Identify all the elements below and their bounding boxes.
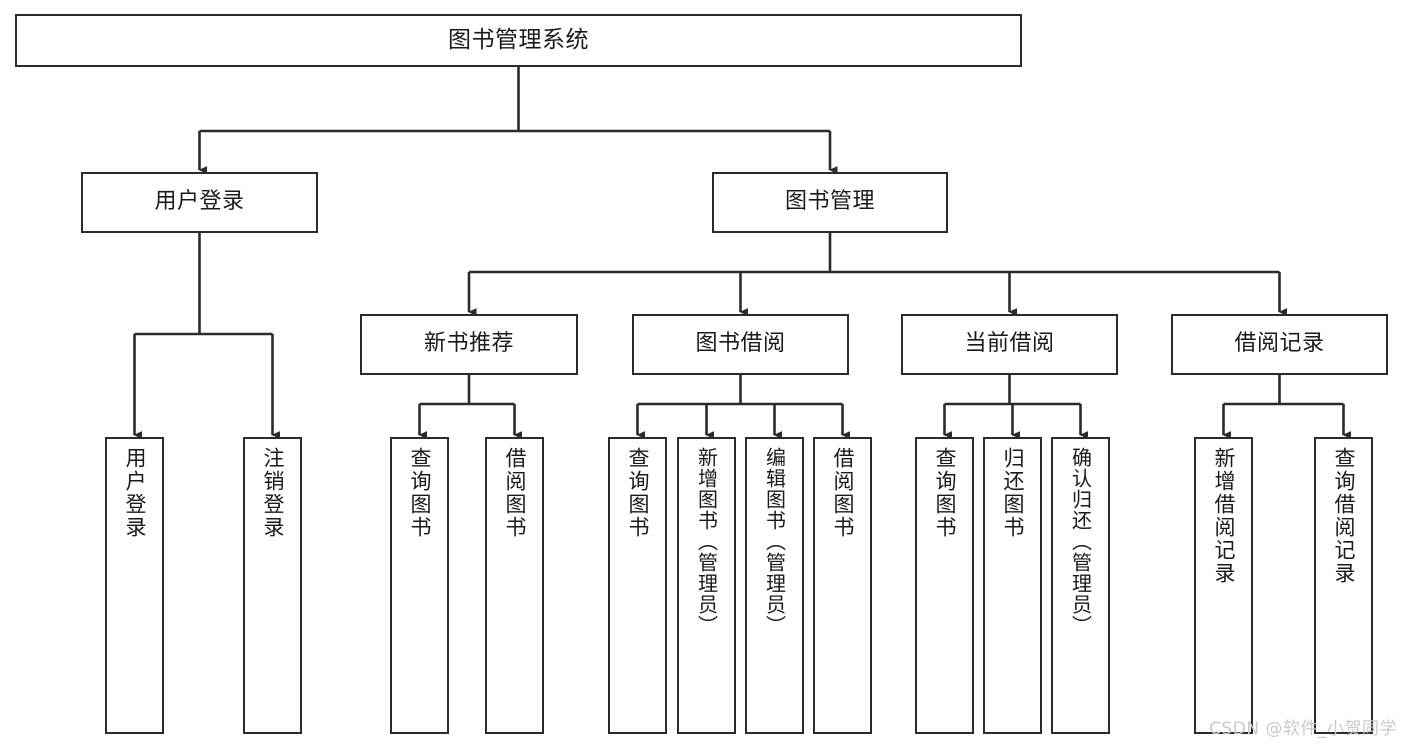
node-root-system[interactable]: 图书管理系统 [15,14,1022,67]
node-label: 新增图书（管理员） [694,447,719,636]
node-leaf-add-record[interactable]: 新增借阅记录 [1194,437,1253,734]
watermark-text: CSDN @软件_小贺同学 [1209,719,1397,739]
node-current-borrow[interactable]: 当前借阅 [901,314,1118,375]
node-label: 用户登录 [123,447,147,539]
node-leaf-query-book-cur[interactable]: 查询图书 [915,437,974,734]
node-label: 新书推荐 [423,331,514,357]
node-leaf-query-record[interactable]: 查询借阅记录 [1314,437,1373,734]
node-label: 借阅记录 [1234,331,1325,357]
node-leaf-borrow-book-rec[interactable]: 借阅图书 [485,437,544,734]
node-leaf-logout[interactable]: 注销登录 [243,437,302,734]
node-label: 当前借阅 [964,331,1055,357]
node-new-book-recommend[interactable]: 新书推荐 [360,314,578,375]
node-label: 图书管理系统 [448,26,589,53]
node-leaf-edit-book[interactable]: 编辑图书（管理员） [745,437,804,734]
node-leaf-query-book-rec[interactable]: 查询图书 [390,437,449,734]
node-label: 查询图书 [408,447,432,539]
node-leaf-confirm-return[interactable]: 确认归还（管理员） [1051,437,1110,734]
node-label: 注销登录 [261,447,285,539]
node-leaf-return-book[interactable]: 归还图书 [983,437,1042,734]
node-label: 借阅图书 [831,447,855,539]
node-label: 编辑图书（管理员） [762,447,787,636]
node-user-login[interactable]: 用户登录 [81,172,318,233]
node-label: 新增借阅记录 [1212,447,1236,585]
node-borrow-record[interactable]: 借阅记录 [1171,314,1388,375]
node-label: 查询借阅记录 [1332,447,1356,585]
node-label: 图书管理 [784,189,875,215]
node-book-manage[interactable]: 图书管理 [712,172,948,233]
node-leaf-user-login[interactable]: 用户登录 [105,437,164,734]
node-label: 归还图书 [1001,447,1025,539]
node-label: 查询图书 [933,447,957,539]
node-label: 用户登录 [154,189,245,215]
node-leaf-borrow-book[interactable]: 借阅图书 [813,437,872,734]
node-label: 借阅图书 [503,447,527,539]
node-leaf-add-book[interactable]: 新增图书（管理员） [677,437,736,734]
node-label: 确认归还（管理员） [1068,447,1093,636]
node-book-borrow[interactable]: 图书借阅 [632,314,849,375]
node-label: 查询图书 [626,447,650,539]
node-leaf-query-book-borrow[interactable]: 查询图书 [608,437,667,734]
node-label: 图书借阅 [695,331,786,357]
